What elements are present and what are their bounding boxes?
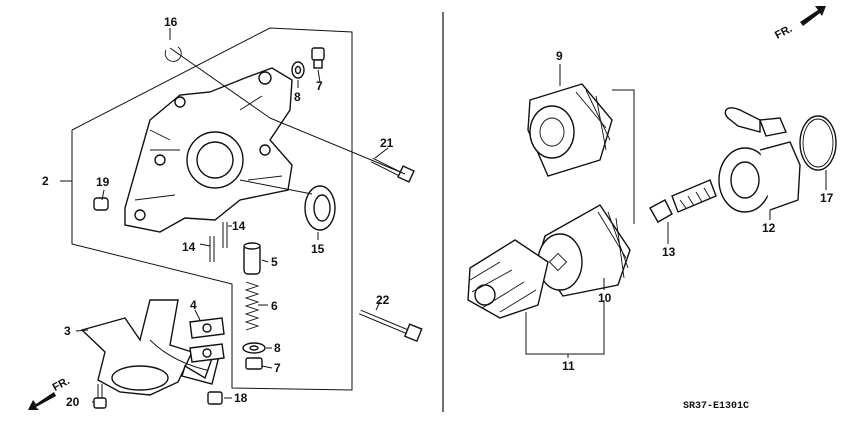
callout-5: 5 bbox=[271, 255, 278, 269]
diagram-code: SR37-E1301C bbox=[683, 401, 749, 412]
oil-seal bbox=[304, 185, 336, 231]
callout-17: 17 bbox=[820, 191, 834, 205]
fr-label-bottom: FR. bbox=[51, 375, 72, 394]
callout-4: 4 bbox=[190, 298, 197, 312]
callout-10: 10 bbox=[598, 291, 612, 305]
callout-12: 12 bbox=[762, 221, 776, 235]
callout-18: 18 bbox=[234, 391, 248, 405]
callout-15: 15 bbox=[311, 242, 325, 256]
callout-14-upper: 14 bbox=[232, 219, 246, 233]
front-direction-arrow-top: FR. bbox=[773, 6, 826, 42]
callout-6: 6 bbox=[271, 299, 278, 313]
filter-wrench bbox=[467, 239, 549, 319]
callout-2: 2 bbox=[42, 174, 49, 188]
callout-7: 7 bbox=[316, 79, 323, 93]
callout-14-lower: 14 bbox=[182, 240, 196, 254]
snap-ring bbox=[164, 46, 182, 62]
callout-20: 20 bbox=[66, 395, 80, 409]
flange-nut bbox=[207, 391, 223, 405]
oil-filter bbox=[527, 83, 613, 177]
callout-16: 16 bbox=[164, 15, 178, 29]
callout-13: 13 bbox=[662, 245, 676, 259]
oil-pump-assembly-outline bbox=[71, 27, 353, 391]
relief-valve bbox=[243, 242, 261, 275]
callout-19: 19 bbox=[96, 175, 110, 189]
cooler-center-bolt bbox=[649, 179, 717, 223]
oil-filter-element bbox=[537, 204, 631, 297]
fr-label-top: FR. bbox=[773, 23, 794, 42]
plug-bolt-lower bbox=[245, 357, 263, 370]
callout-8-lower: 8 bbox=[274, 341, 281, 355]
relief-spring bbox=[244, 281, 260, 331]
callout-11: 11 bbox=[562, 359, 575, 373]
cooler-o-ring bbox=[799, 115, 837, 171]
strainer-gasket bbox=[189, 317, 225, 363]
callout-8: 8 bbox=[294, 90, 301, 104]
strainer-bolt bbox=[93, 384, 107, 409]
callout-21: 21 bbox=[380, 136, 394, 150]
callout-9: 9 bbox=[556, 49, 563, 63]
callout-3: 3 bbox=[64, 324, 71, 338]
sealing-washer-lower bbox=[242, 342, 266, 354]
dowel-pin bbox=[93, 197, 109, 211]
oil-pump-housing bbox=[124, 67, 293, 233]
oil-cooler bbox=[718, 107, 801, 213]
sealing-washer bbox=[291, 61, 305, 79]
leader-lines bbox=[60, 28, 827, 403]
flange-bolt-long bbox=[359, 309, 423, 343]
callout-7-lower: 7 bbox=[274, 361, 281, 375]
callout-22: 22 bbox=[376, 293, 390, 307]
plug-bolt bbox=[311, 47, 325, 69]
